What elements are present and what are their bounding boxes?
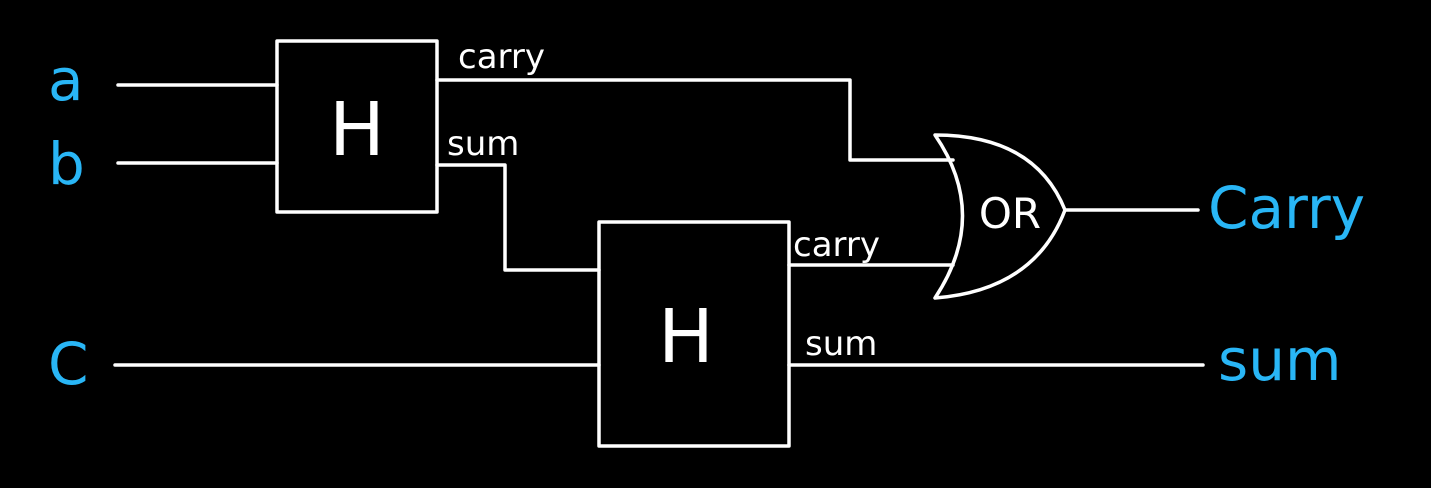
ha1-carry-label: carry (458, 37, 545, 77)
wire-ha1-sum (435, 163, 601, 272)
wire-ha1-carry (435, 78, 955, 162)
half-adder-1-label: H (329, 87, 385, 173)
input-label-a: a (48, 46, 84, 114)
input-label-c: C (48, 330, 89, 398)
ha2-sum-label: sum (805, 324, 877, 364)
ha2-carry-label: carry (793, 225, 880, 265)
or-gate (933, 133, 1067, 300)
half-adder-2-label: H (658, 294, 714, 380)
input-label-b: b (48, 130, 85, 198)
ha1-sum-label: sum (447, 124, 519, 164)
half-adder-1 (275, 39, 439, 214)
output-label-sum: sum (1218, 326, 1341, 394)
half-adder-2 (597, 220, 791, 448)
output-label-carry: Carry (1208, 174, 1365, 242)
or-gate-label: OR (979, 189, 1041, 238)
